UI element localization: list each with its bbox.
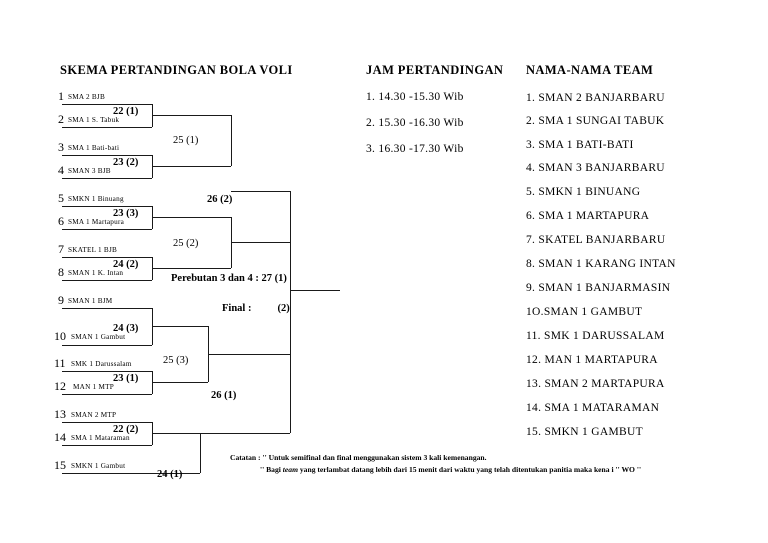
seed-number: 1 — [58, 89, 64, 103]
list-item: 3. SMA 1 BATI-BATI — [526, 139, 634, 151]
seed-number: 4 — [58, 163, 64, 177]
seed-name: SMAN 3 BJB — [68, 167, 111, 175]
seed-number: 7 — [58, 242, 64, 256]
list-item: 14. SMA 1 MATARAMAN — [526, 402, 660, 414]
seed-name: SMA 1 S. Tabuk — [68, 116, 120, 124]
seed-number: 15 — [54, 458, 66, 472]
team-names-heading: NAMA-NAMA TEAM — [526, 63, 654, 77]
seed-name: SMA 1 Bati-bati — [68, 144, 120, 152]
match-times-heading: JAM PERTANDINGAN — [366, 63, 504, 77]
note-line-2: '' Bagi team yang terlambat datang lebih… — [260, 464, 641, 476]
seed-number: 6 — [58, 214, 64, 228]
seed-name: SMA 1 Mataraman — [71, 434, 130, 442]
list-item: 2. 15.30 -16.30 Wib — [366, 117, 464, 129]
seed-number: 2 — [58, 112, 64, 126]
match-result: 24 (2) — [113, 259, 139, 270]
notes-block: Catatan : '' Untuk semifinal dan final m… — [230, 452, 641, 476]
seed-number: 13 — [54, 407, 66, 421]
list-item: 15. SMKN 1 GAMBUT — [526, 426, 643, 438]
final-label-text: Final : — [222, 303, 252, 314]
list-item: 8. SMAN 1 KARANG INTAN — [526, 258, 676, 270]
list-item: 3. 16.30 -17.30 Wib — [366, 143, 464, 155]
list-item: 7. SKATEL BANJARBARU — [526, 234, 666, 246]
list-item: 4. SMAN 3 BANJARBARU — [526, 162, 665, 174]
match-result: 25 (3) — [163, 355, 189, 366]
list-item: 9. SMAN 1 BANJARMASIN — [526, 282, 671, 294]
match-result: 25 (2) — [173, 238, 199, 249]
seed-number: 5 — [58, 191, 64, 205]
list-item: 13. SMAN 2 MARTAPURA — [526, 378, 665, 390]
note-line-2-part-a: '' Bagi — [260, 465, 283, 474]
final-result-value: (2) — [277, 303, 290, 314]
match-result: 25 (1) — [173, 135, 199, 146]
match-result: 24 (3) — [113, 323, 139, 334]
seed-name: SMKN 1 Gambut — [71, 462, 126, 470]
seed-name: SKATEL 1 BJB — [68, 246, 118, 254]
seed-number: 10 — [54, 329, 66, 343]
seed-number: 8 — [58, 265, 64, 279]
match-result: 26 (1) — [211, 390, 237, 401]
match-result: 24 (1) — [157, 469, 183, 480]
match-result: 23 (2) — [113, 157, 139, 168]
list-item: 1. SMAN 2 BANJARBARU — [526, 92, 665, 104]
seed-name: SMK 1 Darussalam — [71, 360, 132, 368]
page-title: SKEMA PERTANDINGAN BOLA VOLI — [60, 63, 293, 77]
seed-name: SMAN 1 Gambut — [71, 333, 126, 341]
seed-name: SMKN 1 Binuang — [68, 195, 124, 203]
seed-name: SMAN 1 BJM — [68, 297, 113, 305]
list-item: 1O.SMAN 1 GAMBUT — [526, 306, 643, 318]
note-line-1: '' Untuk semifinal dan final menggunakan… — [262, 453, 487, 462]
third-place-playoff-label: Perebutan 3 dan 4 : 27 (1) — [171, 273, 287, 284]
list-item: 6. SMA 1 MARTAPURA — [526, 210, 650, 222]
note-emphasis-team: team — [282, 465, 298, 474]
seed-number: 14 — [54, 430, 66, 444]
seed-number: 11 — [54, 356, 66, 370]
match-result: 22 (2) — [113, 424, 139, 435]
seed-number: 9 — [58, 293, 64, 307]
note-line-2-part-b: yang terlambat datang lebih dari 15 meni… — [297, 465, 642, 474]
semifinal-result: 26 (2) — [207, 194, 233, 205]
list-item: 5. SMKN 1 BINUANG — [526, 186, 641, 198]
notes-prefix: Catatan : — [230, 453, 263, 462]
match-result: 23 (3) — [113, 208, 139, 219]
list-item: 11. SMK 1 DARUSSALAM — [526, 330, 665, 342]
seed-name: SMAN 2 MTP — [71, 411, 117, 419]
list-item: 12. MAN 1 MARTAPURA — [526, 354, 658, 366]
seed-number: 12 — [54, 379, 66, 393]
seed-name: SMA 1 Martapura — [68, 218, 125, 226]
seed-name: SMA 2 BJB — [68, 93, 106, 101]
match-result: 23 (1) — [113, 373, 139, 384]
seed-number: 3 — [58, 140, 64, 154]
seed-name: MAN 1 MTP — [73, 383, 114, 391]
final-match-label: Final : (2) — [222, 303, 290, 314]
seed-name: SMAN 1 K. Intan — [68, 269, 124, 277]
list-item: 2. SMA 1 SUNGAI TABUK — [526, 115, 665, 127]
match-result: 22 (1) — [113, 106, 139, 117]
list-item: 1. 14.30 -15.30 Wib — [366, 91, 464, 103]
